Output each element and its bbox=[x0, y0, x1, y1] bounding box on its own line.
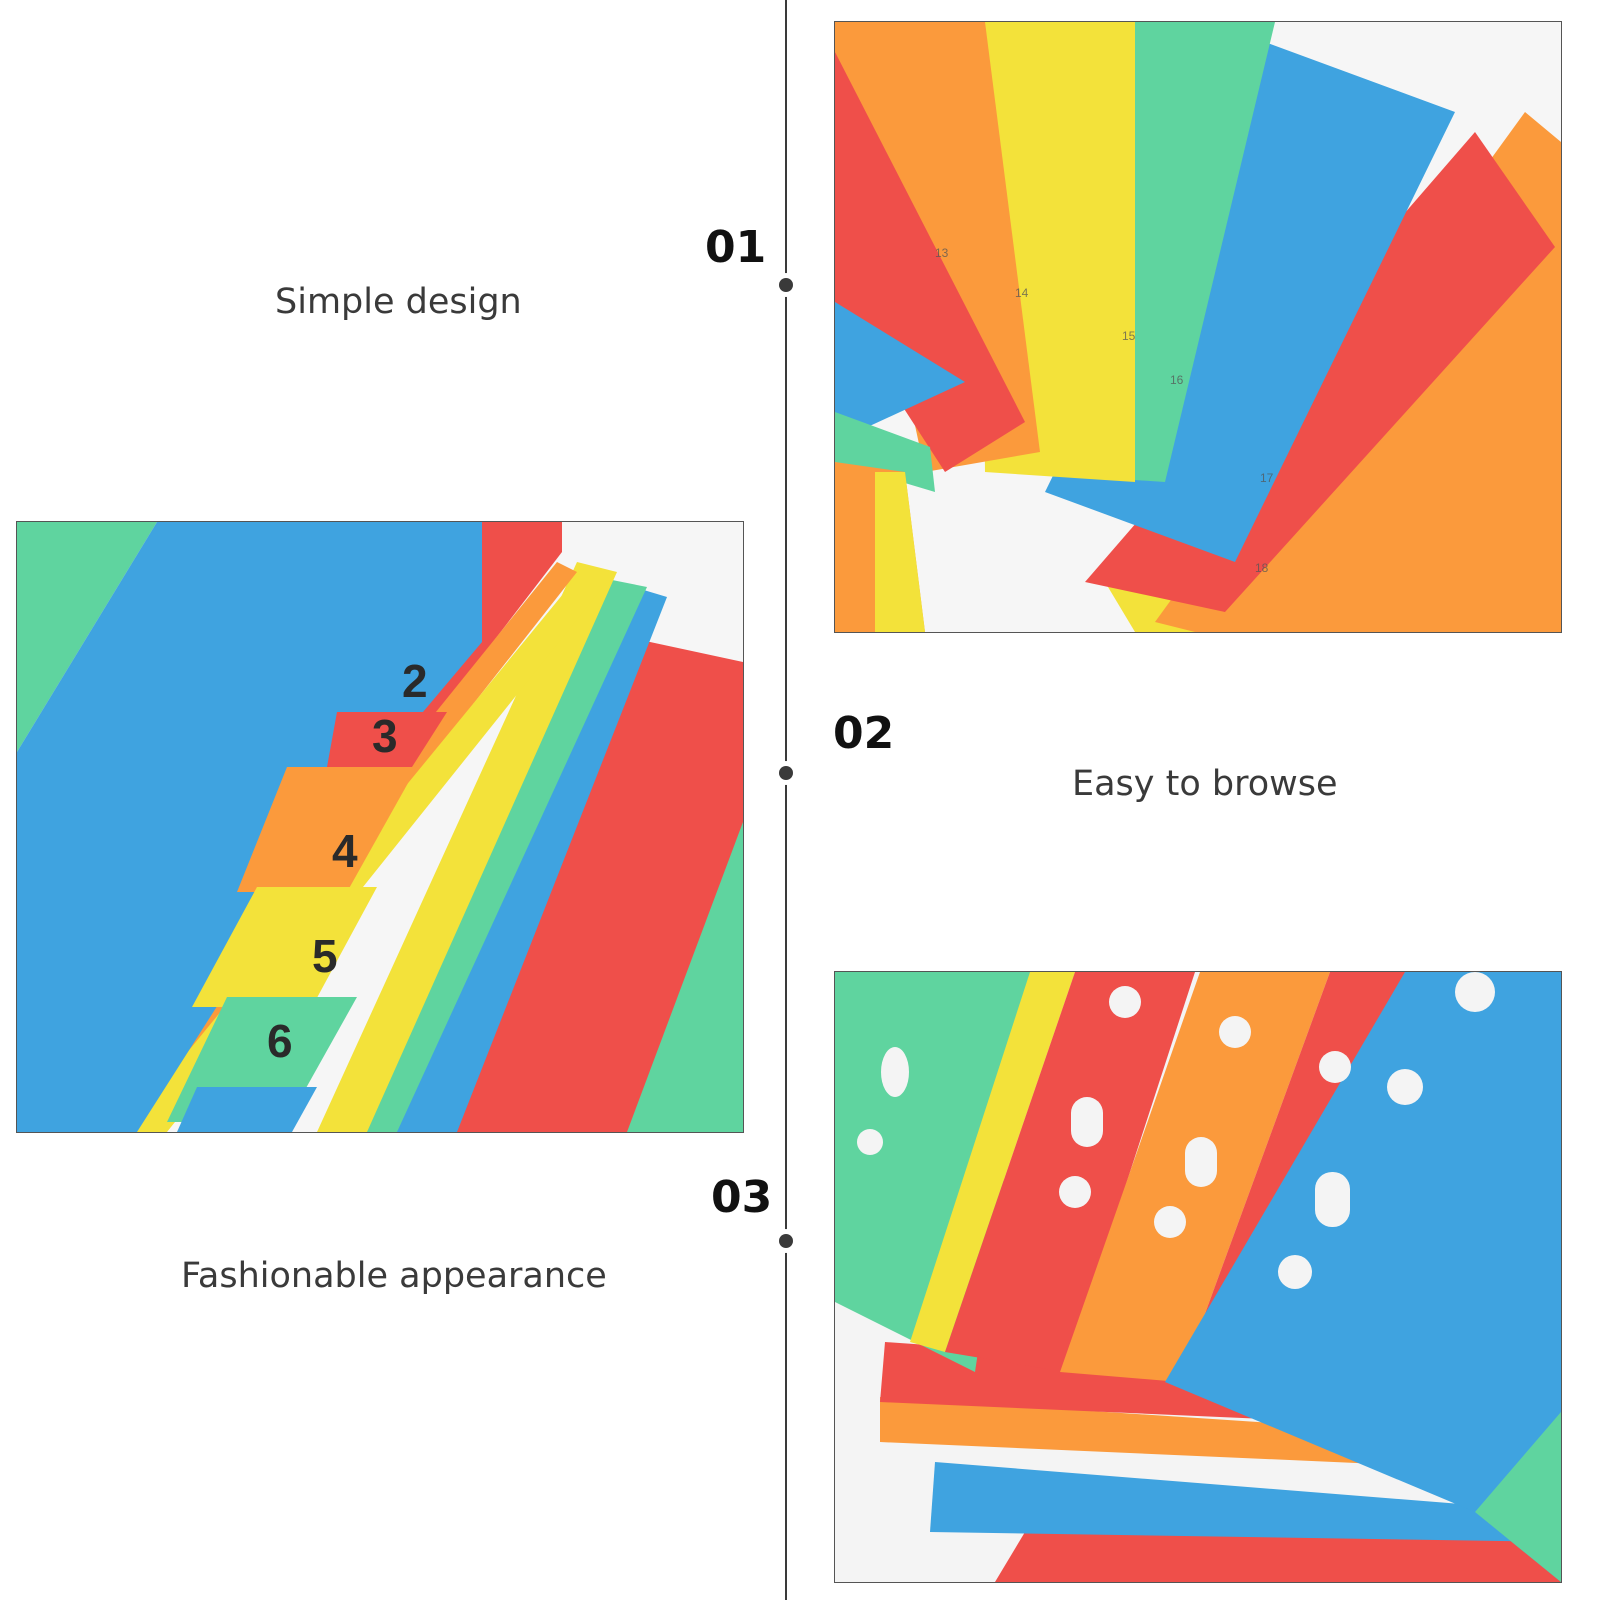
tab-number-17: 17 bbox=[1260, 471, 1274, 485]
feature-number-02: 02 bbox=[833, 708, 895, 759]
timeline-dot-02 bbox=[779, 766, 793, 780]
photo-fanned-dividers: 13 14 15 16 17 18 bbox=[834, 21, 1562, 633]
tab-number-15: 15 bbox=[1122, 329, 1136, 343]
timeline-dot-03 bbox=[779, 1234, 793, 1248]
tab-number-2: 2 bbox=[402, 655, 428, 707]
tab-number-16: 16 bbox=[1170, 373, 1184, 387]
tab-number-5: 5 bbox=[312, 930, 338, 982]
tab-number-14: 14 bbox=[1015, 286, 1029, 300]
tab-number-4: 4 bbox=[332, 825, 358, 877]
tab-number-6: 6 bbox=[267, 1015, 293, 1067]
feature-caption-01: Simple design bbox=[275, 282, 522, 322]
feature-number-01: 01 bbox=[705, 222, 767, 273]
tab-number-3: 3 bbox=[372, 710, 398, 762]
timeline-line bbox=[785, 0, 787, 1600]
tab-number-18: 18 bbox=[1255, 561, 1269, 575]
feature-caption-03: Fashionable appearance bbox=[181, 1256, 607, 1296]
feature-number-03: 03 bbox=[711, 1172, 773, 1223]
photo-punched-holes bbox=[834, 971, 1562, 1583]
feature-caption-02: Easy to browse bbox=[1072, 764, 1338, 804]
tab-number-13: 13 bbox=[935, 246, 949, 260]
photo-numbered-tabs: 2 3 4 5 6 bbox=[16, 521, 744, 1133]
timeline-dot-01 bbox=[779, 278, 793, 292]
